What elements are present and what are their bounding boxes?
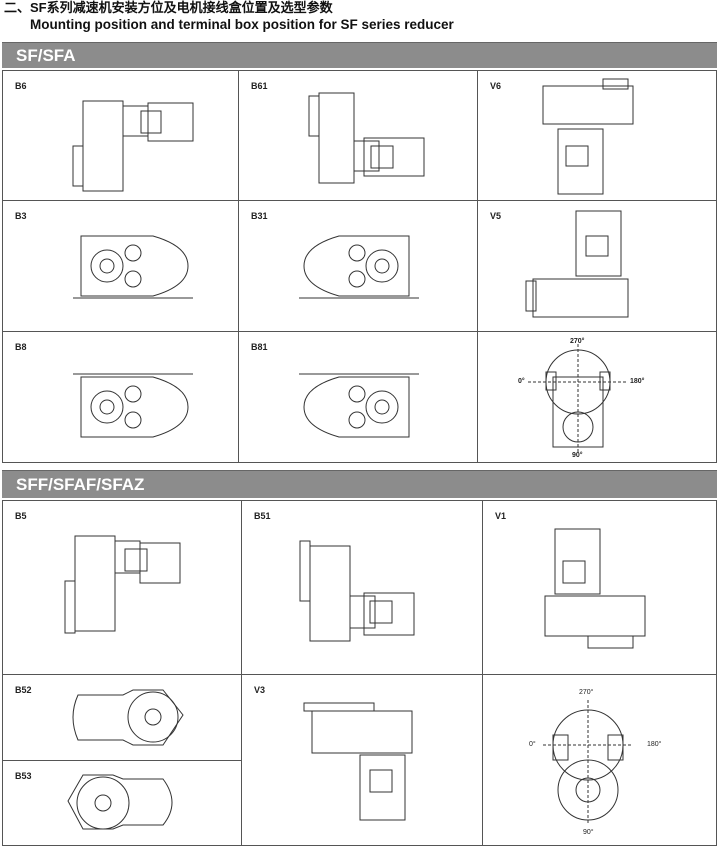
- angle-label-270: 270°: [579, 689, 594, 696]
- cell-v3: V3: [241, 674, 483, 846]
- cell-b5: B5: [2, 500, 242, 675]
- cell-v1: V1: [482, 500, 717, 675]
- position-label: V6: [490, 81, 502, 91]
- cell-b61: B61: [238, 70, 478, 201]
- cell-b6: B6: [2, 70, 239, 201]
- reducer-drawing-icon: [299, 540, 415, 642]
- reducer-drawing-icon: [72, 689, 184, 746]
- angle-label-180: 180°: [630, 378, 645, 385]
- cell-b3: B3: [2, 200, 239, 332]
- cell-terminal-box-angles: 270° 0° 180° 90°: [477, 331, 717, 463]
- position-label: B52: [15, 685, 32, 695]
- cell-b8: B8: [2, 331, 239, 463]
- cell-b81: B81: [238, 331, 478, 463]
- reducer-drawing-icon: [72, 100, 194, 192]
- cell-v5: V5: [477, 200, 717, 332]
- position-label: V3: [254, 685, 266, 695]
- angle-label-180: 180°: [647, 741, 662, 748]
- terminal-box-diagram-icon: [528, 344, 628, 452]
- reducer-drawing-icon: [308, 92, 425, 184]
- angle-label-0: 0°: [529, 741, 536, 748]
- title-chinese: 二、SF系列减速机安装方位及电机接线盒位置及选型参数: [4, 0, 333, 15]
- position-label: B3: [15, 211, 27, 221]
- angle-label-90: 90°: [572, 452, 583, 459]
- section-header-sff-sfaf-sfaz: SFF/SFAF/SFAZ: [2, 470, 717, 498]
- cell-b51: B51: [241, 500, 483, 675]
- cell-b53: B53: [2, 760, 242, 846]
- position-label: V1: [495, 511, 507, 521]
- position-label: B51: [254, 511, 271, 521]
- cell-terminal-box-angles-2: 270° 0° 180° 90°: [482, 674, 717, 846]
- position-label: B5: [15, 511, 27, 521]
- section-header-sf-sfa: SF/SFA: [2, 42, 717, 68]
- angle-label-270: 270°: [570, 338, 585, 345]
- reducer-drawing-icon: [303, 702, 413, 821]
- angle-label-0: 0°: [518, 378, 525, 385]
- position-label: B31: [251, 211, 268, 221]
- reducer-drawing-icon: [299, 373, 419, 438]
- cell-b52: B52: [2, 674, 242, 761]
- reducer-drawing-icon: [544, 528, 646, 649]
- title-english: Mounting position and terminal box posit…: [30, 17, 454, 32]
- position-label: B6: [15, 81, 27, 91]
- reducer-drawing-icon: [64, 535, 181, 634]
- angle-label-90: 90°: [583, 829, 594, 836]
- position-label: B81: [251, 342, 268, 352]
- reducer-drawing-icon: [299, 235, 419, 299]
- cell-b31: B31: [238, 200, 478, 332]
- reducer-drawing-icon: [542, 78, 634, 195]
- terminal-box-diagram-icon: [543, 700, 633, 825]
- position-label: V5: [490, 211, 502, 221]
- position-label: B61: [251, 81, 268, 91]
- cell-v6: V6: [477, 70, 717, 201]
- reducer-drawing-icon: [73, 235, 193, 299]
- reducer-drawing-icon: [525, 210, 629, 318]
- position-label: B8: [15, 342, 27, 352]
- reducer-drawing-icon: [73, 373, 193, 438]
- position-label: B53: [15, 771, 32, 781]
- reducer-drawing-icon: [67, 774, 173, 830]
